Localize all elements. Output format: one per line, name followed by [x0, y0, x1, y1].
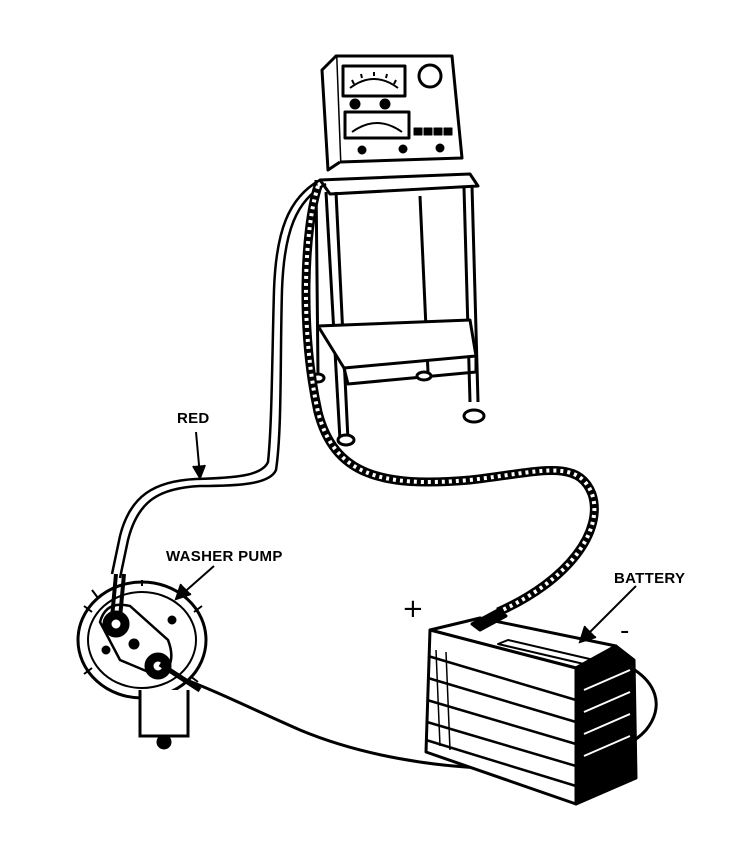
battery-negative-terminal: [602, 648, 632, 670]
battery: [424, 608, 638, 806]
label-arrows: [174, 431, 637, 644]
braided-cable: [301, 184, 599, 617]
label-positive: +: [402, 594, 424, 624]
label-washer-pump: WASHER PUMP: [166, 548, 283, 565]
washer-pump: [76, 573, 208, 750]
label-negative: -: [620, 616, 630, 646]
red-test-lead: [110, 178, 327, 579]
lower-meter-icon: [343, 110, 411, 140]
cart-top-shelf: [318, 172, 480, 196]
label-red: RED: [177, 410, 210, 427]
label-battery: BATTERY: [614, 570, 686, 587]
cart-lower-shelf: [316, 318, 478, 370]
battery-positive-terminal: [470, 608, 508, 632]
pump-motor: [138, 690, 190, 738]
cart-leg: [324, 191, 342, 441]
tester-cart: [310, 54, 486, 447]
control-knob-icon: [417, 63, 443, 89]
